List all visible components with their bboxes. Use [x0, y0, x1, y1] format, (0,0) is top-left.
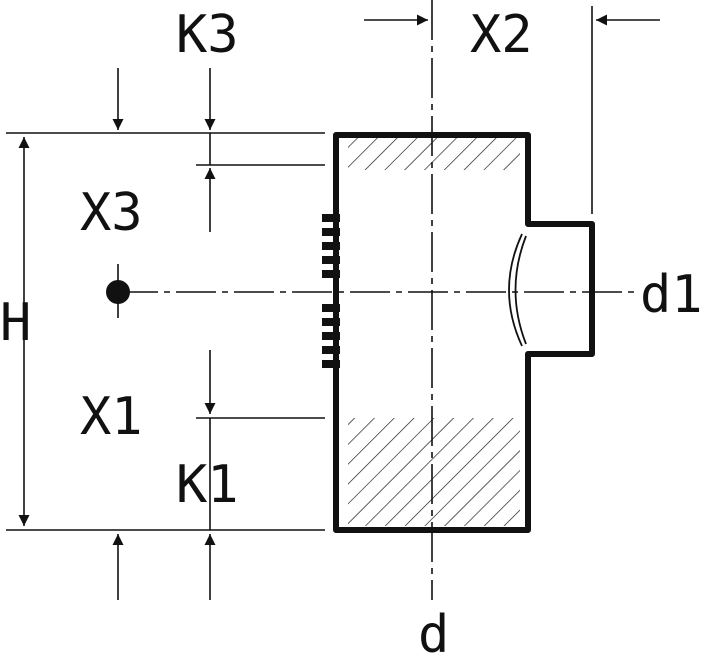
label-k1: K1 — [176, 455, 239, 515]
label-d: d — [418, 605, 449, 658]
branch-inner-curve — [508, 233, 523, 347]
label-x2: X2 — [470, 5, 533, 65]
branch-inner-curve-2 — [514, 235, 527, 345]
upper-hatched-section — [348, 138, 520, 170]
lower-hatched-section — [348, 418, 520, 526]
label-x1: X1 — [80, 387, 143, 447]
label-h: H — [0, 293, 31, 353]
label-k3: K3 — [176, 5, 239, 65]
label-x3: X3 — [80, 183, 143, 243]
contact-pins — [322, 214, 340, 368]
fitting-body-outline — [333, 132, 595, 533]
label-d1: d1 — [640, 265, 703, 325]
